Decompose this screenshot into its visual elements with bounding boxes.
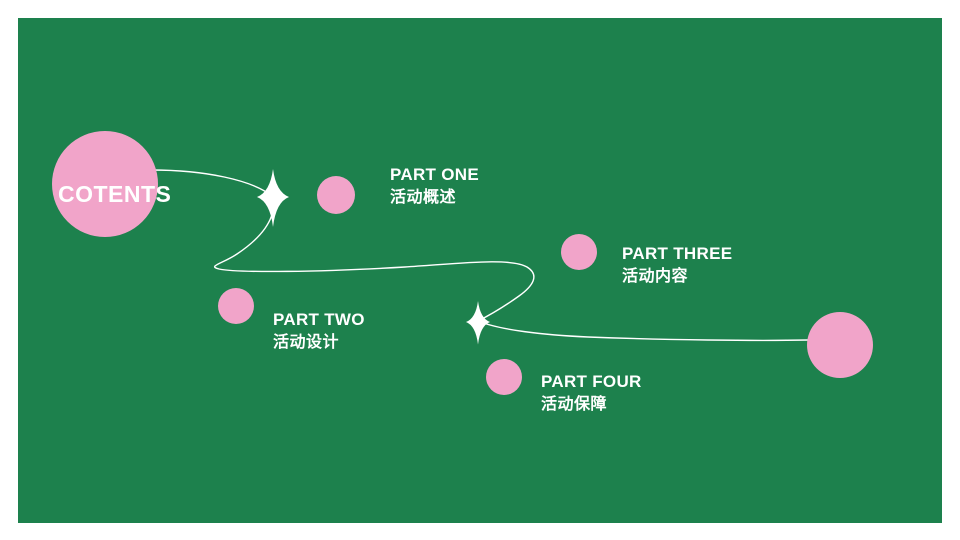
contents-title: COTENTS bbox=[58, 181, 172, 207]
contents-circle: COTENTS bbox=[52, 131, 171, 237]
toc-part-label: PART FOUR bbox=[541, 372, 642, 391]
toc-item-three: PART THREE 活动内容 bbox=[622, 243, 732, 288]
toc-part-label: PART TWO bbox=[273, 310, 365, 329]
decorative-circle bbox=[807, 312, 873, 378]
toc-part-subtitle: 活动概述 bbox=[390, 189, 457, 206]
toc-bullet-one bbox=[317, 176, 355, 214]
slide-background bbox=[18, 18, 942, 523]
toc-part-subtitle: 活动内容 bbox=[622, 268, 689, 285]
toc-part-subtitle: 活动保障 bbox=[541, 396, 608, 413]
toc-item-two: PART TWO 活动设计 bbox=[273, 309, 365, 354]
toc-item-one: PART ONE 活动概述 bbox=[390, 164, 479, 209]
toc-bullet-four bbox=[486, 359, 522, 395]
toc-part-label: PART THREE bbox=[622, 244, 733, 263]
toc-part-subtitle: 活动设计 bbox=[273, 334, 340, 351]
toc-bullet-two bbox=[218, 288, 254, 324]
toc-item-four: PART FOUR 活动保障 bbox=[541, 371, 642, 416]
toc-bullet-three bbox=[561, 234, 597, 270]
toc-part-label: PART ONE bbox=[390, 165, 479, 184]
